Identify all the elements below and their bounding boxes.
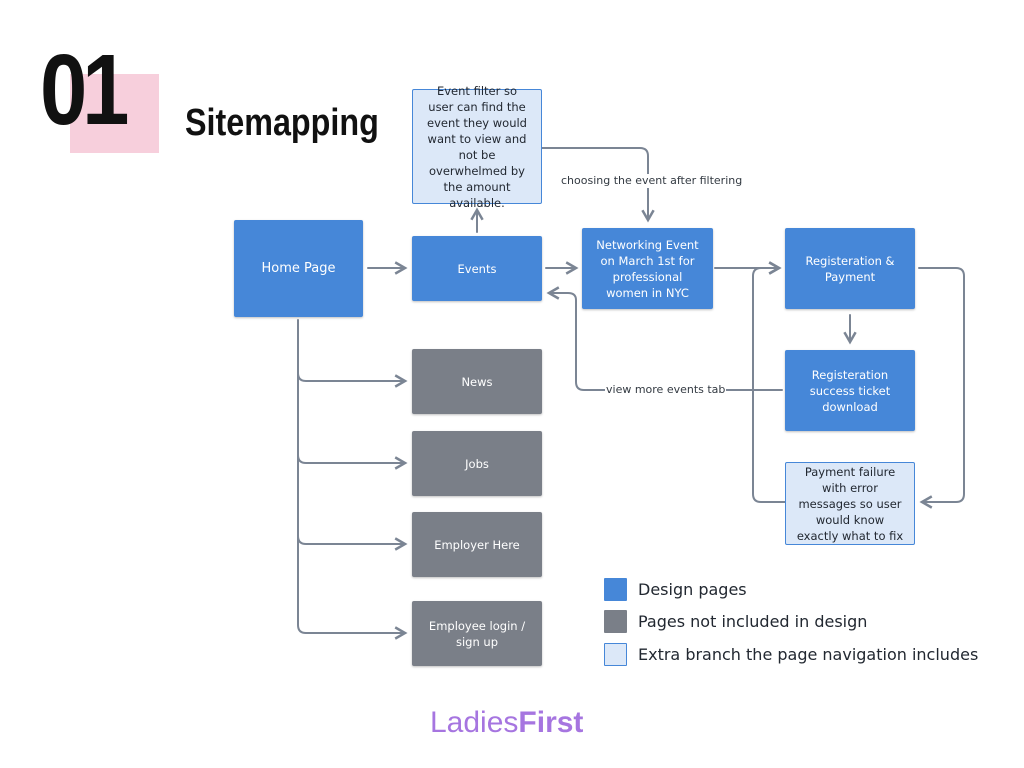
- node-employee-login[interactable]: Employee login / sign up: [412, 601, 542, 666]
- legend-item-extra: Extra branch the page navigation include…: [604, 643, 978, 666]
- node-registration-payment[interactable]: Registeration & Payment: [785, 228, 915, 309]
- page-title: Sitemapping: [185, 102, 379, 144]
- edge-home-news: [297, 372, 408, 388]
- node-news[interactable]: News: [412, 349, 542, 414]
- node-home-page[interactable]: Home Page: [234, 220, 363, 317]
- legend-label-not-included: Pages not included in design: [638, 611, 868, 631]
- node-payment-failure[interactable]: Payment failure with error messages so u…: [785, 462, 915, 545]
- edge-failure-registration: [752, 261, 786, 503]
- legend-swatch-extra: [604, 643, 627, 666]
- edge-registration-failure: [918, 267, 965, 509]
- node-jobs[interactable]: Jobs: [412, 431, 542, 496]
- edge-label-choosing: choosing the event after filtering: [560, 174, 744, 188]
- legend-swatch-design: [604, 578, 627, 601]
- node-events[interactable]: Events: [412, 236, 542, 301]
- edge-label-view-more: view more events tab: [605, 383, 727, 397]
- node-networking-event[interactable]: Networking Event on March 1st for profes…: [582, 228, 713, 309]
- node-employer-here[interactable]: Employer Here: [412, 512, 542, 577]
- legend-swatch-not-included: [604, 610, 627, 633]
- legend-label-extra: Extra branch the page navigation include…: [638, 644, 979, 664]
- legend-item-design: Design pages: [604, 578, 747, 601]
- node-registration-success[interactable]: Registeration success ticket download: [785, 350, 915, 431]
- edge-filter-networking: [541, 147, 655, 223]
- edge-home-jobs: [297, 454, 408, 470]
- number-highlight-block: [70, 74, 159, 153]
- brand-part1: Ladies: [430, 706, 519, 739]
- section-number: 01: [40, 34, 129, 146]
- edge-home-employer: [297, 535, 408, 551]
- edge-home-trunk: [297, 319, 307, 634]
- edge-success-events: [546, 286, 783, 391]
- ladiesfirst-logo: LadiesFirst: [430, 704, 583, 742]
- legend-item-not-included: Pages not included in design: [604, 610, 867, 633]
- legend-label-design: Design pages: [638, 579, 747, 599]
- node-event-filter[interactable]: Event filter so user can find the event …: [412, 84, 542, 210]
- brand-part2: First: [518, 706, 584, 739]
